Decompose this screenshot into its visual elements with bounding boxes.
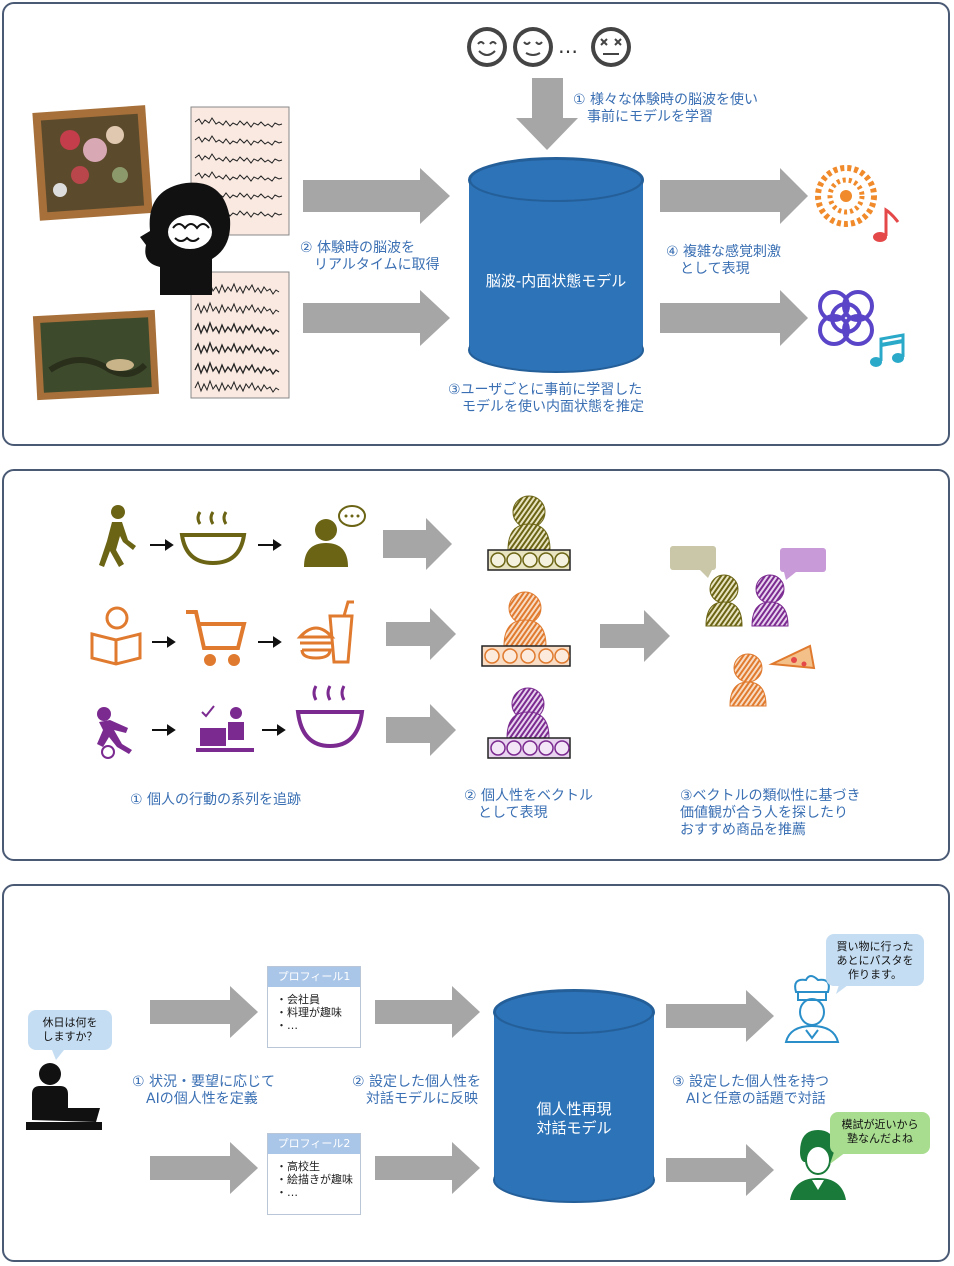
step3-label: ③ユーザごとに事前に学習した モデルを使い内面状態を推定 (448, 382, 644, 415)
eeg-chart-2 (190, 271, 290, 399)
vector-label: ② 個人性をベクトル として表現 (464, 788, 594, 821)
down-arrow (516, 78, 578, 150)
reading-person-icon (90, 606, 142, 666)
arrow-right (383, 518, 452, 570)
face-icon-calm (513, 27, 553, 67)
chef-avatar-icon (784, 975, 840, 1043)
student-reply-bubble: 模試が近いから 塾なんだよね (830, 1112, 930, 1154)
user-laptop-icon (26, 1063, 102, 1130)
arrow-right (375, 986, 480, 1038)
profile-card-title: プロフィール2 (268, 1134, 360, 1154)
arrow-right (150, 986, 258, 1038)
shopping-cart-icon (186, 610, 247, 666)
bubble-tail (830, 1152, 846, 1164)
eeg-model-label: 脳波-内面状態モデル (485, 272, 627, 290)
arrow-right (666, 990, 774, 1042)
painting-flowers (32, 105, 153, 221)
music-note-teal-icon (870, 333, 905, 367)
vector-figure-olive (487, 495, 571, 571)
painting-landscape (32, 309, 160, 401)
head-brain-icon (140, 182, 231, 295)
cylinder-eeg-model (468, 157, 644, 373)
soup-bowl-purple-icon (295, 685, 365, 749)
step1-label: ① 様々な体験時の脳波を使い 事前にモデルを学習 (573, 92, 759, 125)
step4-label: ④ 複雑な感覚刺激 として表現 (666, 244, 782, 277)
vector-figure-orange (481, 591, 571, 667)
arrow-right (666, 1144, 774, 1196)
mandala-orange-icon (815, 165, 877, 227)
soup-bowl-olive-icon (179, 511, 247, 566)
arrow-right (386, 704, 456, 756)
arrow-right (303, 168, 450, 224)
arrow-right (660, 290, 808, 346)
dialogue-model-label: 個人性再現 対話モデル (536, 1100, 612, 1137)
flower-blue-icon (818, 290, 874, 346)
define-personality-label: ① 状況・要望に応じて AIの個人性を定義 (132, 1074, 276, 1107)
burger-drink-icon (296, 600, 354, 664)
face-icon-happy (467, 27, 507, 67)
question-bubble: 休日は何を しますか？ (28, 1010, 112, 1050)
arrow-right (303, 290, 450, 346)
arrow-right (600, 610, 670, 662)
walking-person-icon (99, 505, 136, 567)
arrow-right (150, 1142, 258, 1194)
reflect-model-label: ② 設定した個人性を 対話モデルに反映 (352, 1074, 482, 1107)
profile-card-2: プロフィール2 ・高校生 ・絵描きが趣味 ・… (267, 1133, 361, 1215)
step2-label: ② 体験時の脳波を リアルタイムに取得 (300, 240, 440, 273)
vector-figure-purple (487, 687, 571, 759)
student-avatar-icon (790, 1130, 846, 1200)
profile-card-title: プロフィール1 (268, 967, 360, 987)
profile-card-body: ・会社員 ・料理が趣味 ・… (276, 993, 342, 1032)
matched-person-olive (670, 546, 743, 627)
pizza-slice-icon (768, 644, 816, 670)
arrow-right (375, 1142, 480, 1194)
face-icon-dizzy (591, 27, 631, 67)
music-note-red-icon (873, 207, 900, 242)
ellipsis: … (558, 34, 578, 58)
matched-person-orange (729, 653, 767, 707)
dialogue-label: ③ 設定した個人性を持つ AIと任意の話題で対話 (672, 1074, 830, 1107)
profile-card-body: ・高校生 ・絵描きが趣味 ・… (276, 1160, 353, 1199)
track-behavior-label: ① 個人の行動の系列を追跡 (130, 792, 302, 808)
desk-worker-icon (196, 705, 254, 752)
bubble-tail (52, 1050, 64, 1060)
profile-card-1: プロフィール1 ・会社員 ・料理が趣味 ・… (267, 966, 361, 1048)
arrow-right (386, 608, 456, 660)
chef-reply-bubble: 買い物に行った あとにパスタを 作ります。 (826, 934, 924, 986)
soccer-player-icon (97, 707, 132, 759)
matched-person-purple (751, 548, 826, 627)
small-arrows (150, 539, 286, 736)
cylinder-dialogue-model (493, 989, 655, 1203)
arrow-right (660, 168, 808, 224)
speaking-person-olive-icon (304, 505, 366, 567)
recommend-label: ③ベクトルの類似性に基づき 価値観が合う人を探したり おすすめ商品を推薦 (680, 788, 861, 838)
